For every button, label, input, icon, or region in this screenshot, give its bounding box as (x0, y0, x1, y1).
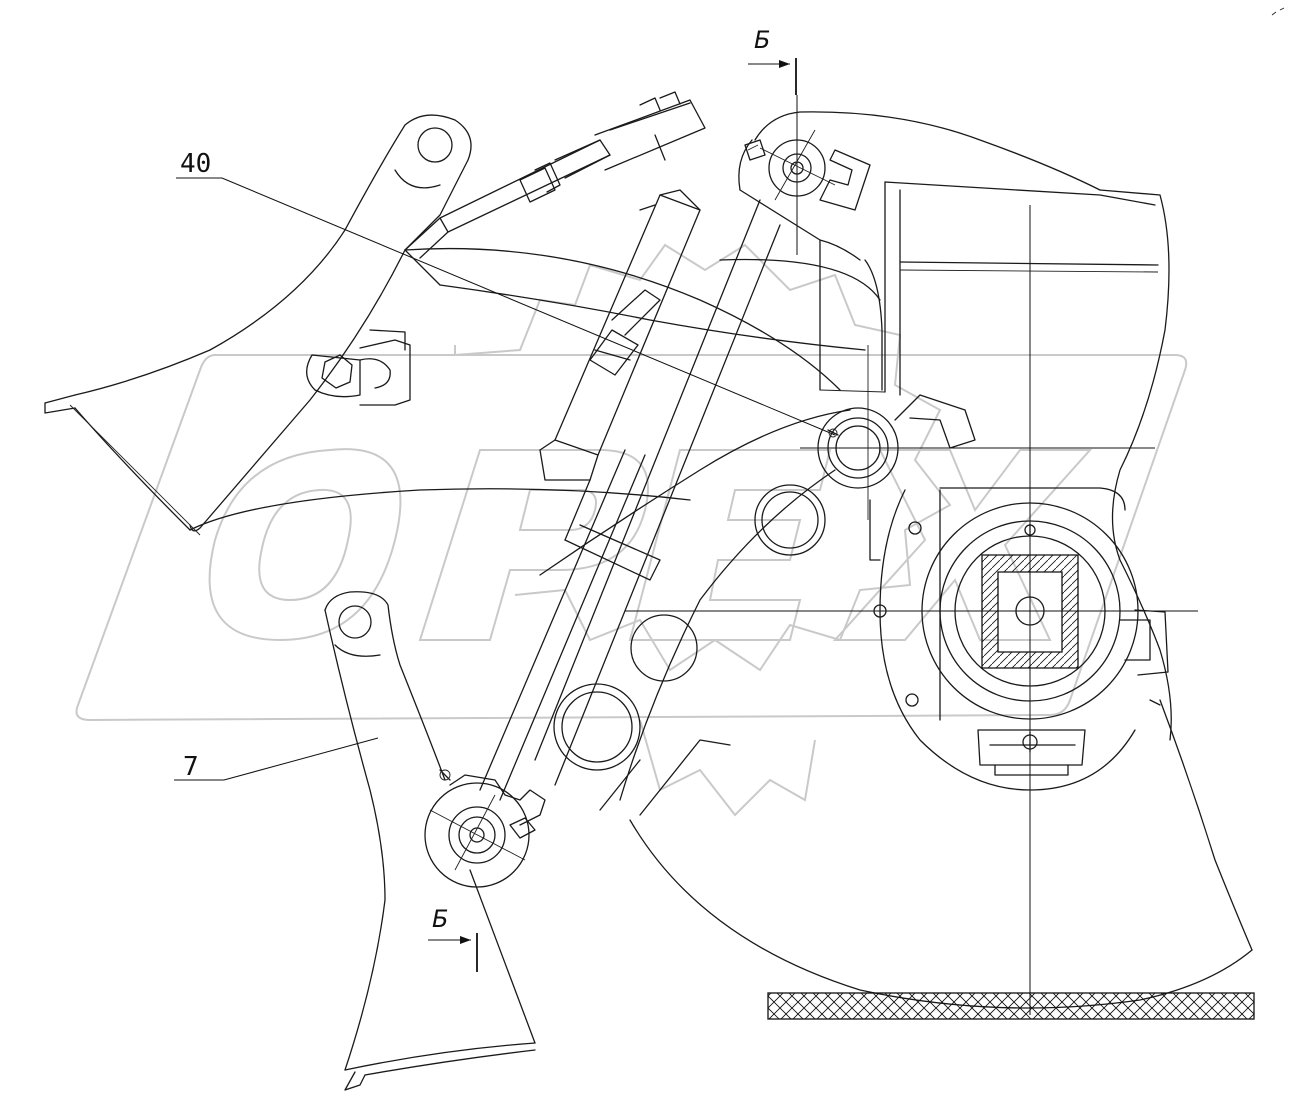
section-label-bottom: Б (432, 905, 448, 933)
part-label-40: 40 (180, 149, 211, 179)
section-mark-bottom (428, 933, 478, 972)
upper-housing (819, 181, 1159, 396)
part-label-7: 7 (183, 752, 199, 782)
axle-housing (873, 487, 1169, 791)
center-lines (625, 95, 1198, 1015)
leader-7 (174, 737, 379, 781)
upper-ripper-arm (44, 114, 472, 536)
lower-ripper-arm (324, 591, 546, 1091)
section-label-top: Б (754, 26, 770, 54)
middle-pivot (817, 394, 976, 561)
ground-hatch (767, 992, 1255, 1020)
top-hydraulic-cylinder (404, 91, 706, 259)
plate-holes (553, 484, 826, 771)
diagonal-hydraulic-cylinder (479, 189, 701, 801)
leader-40 (176, 177, 836, 436)
main-frame (189, 111, 1253, 1009)
watermark-logo (75, 243, 1188, 817)
section-mark-top (748, 58, 797, 95)
corner-mark (1271, 7, 1285, 16)
upper-pivot (744, 129, 871, 211)
